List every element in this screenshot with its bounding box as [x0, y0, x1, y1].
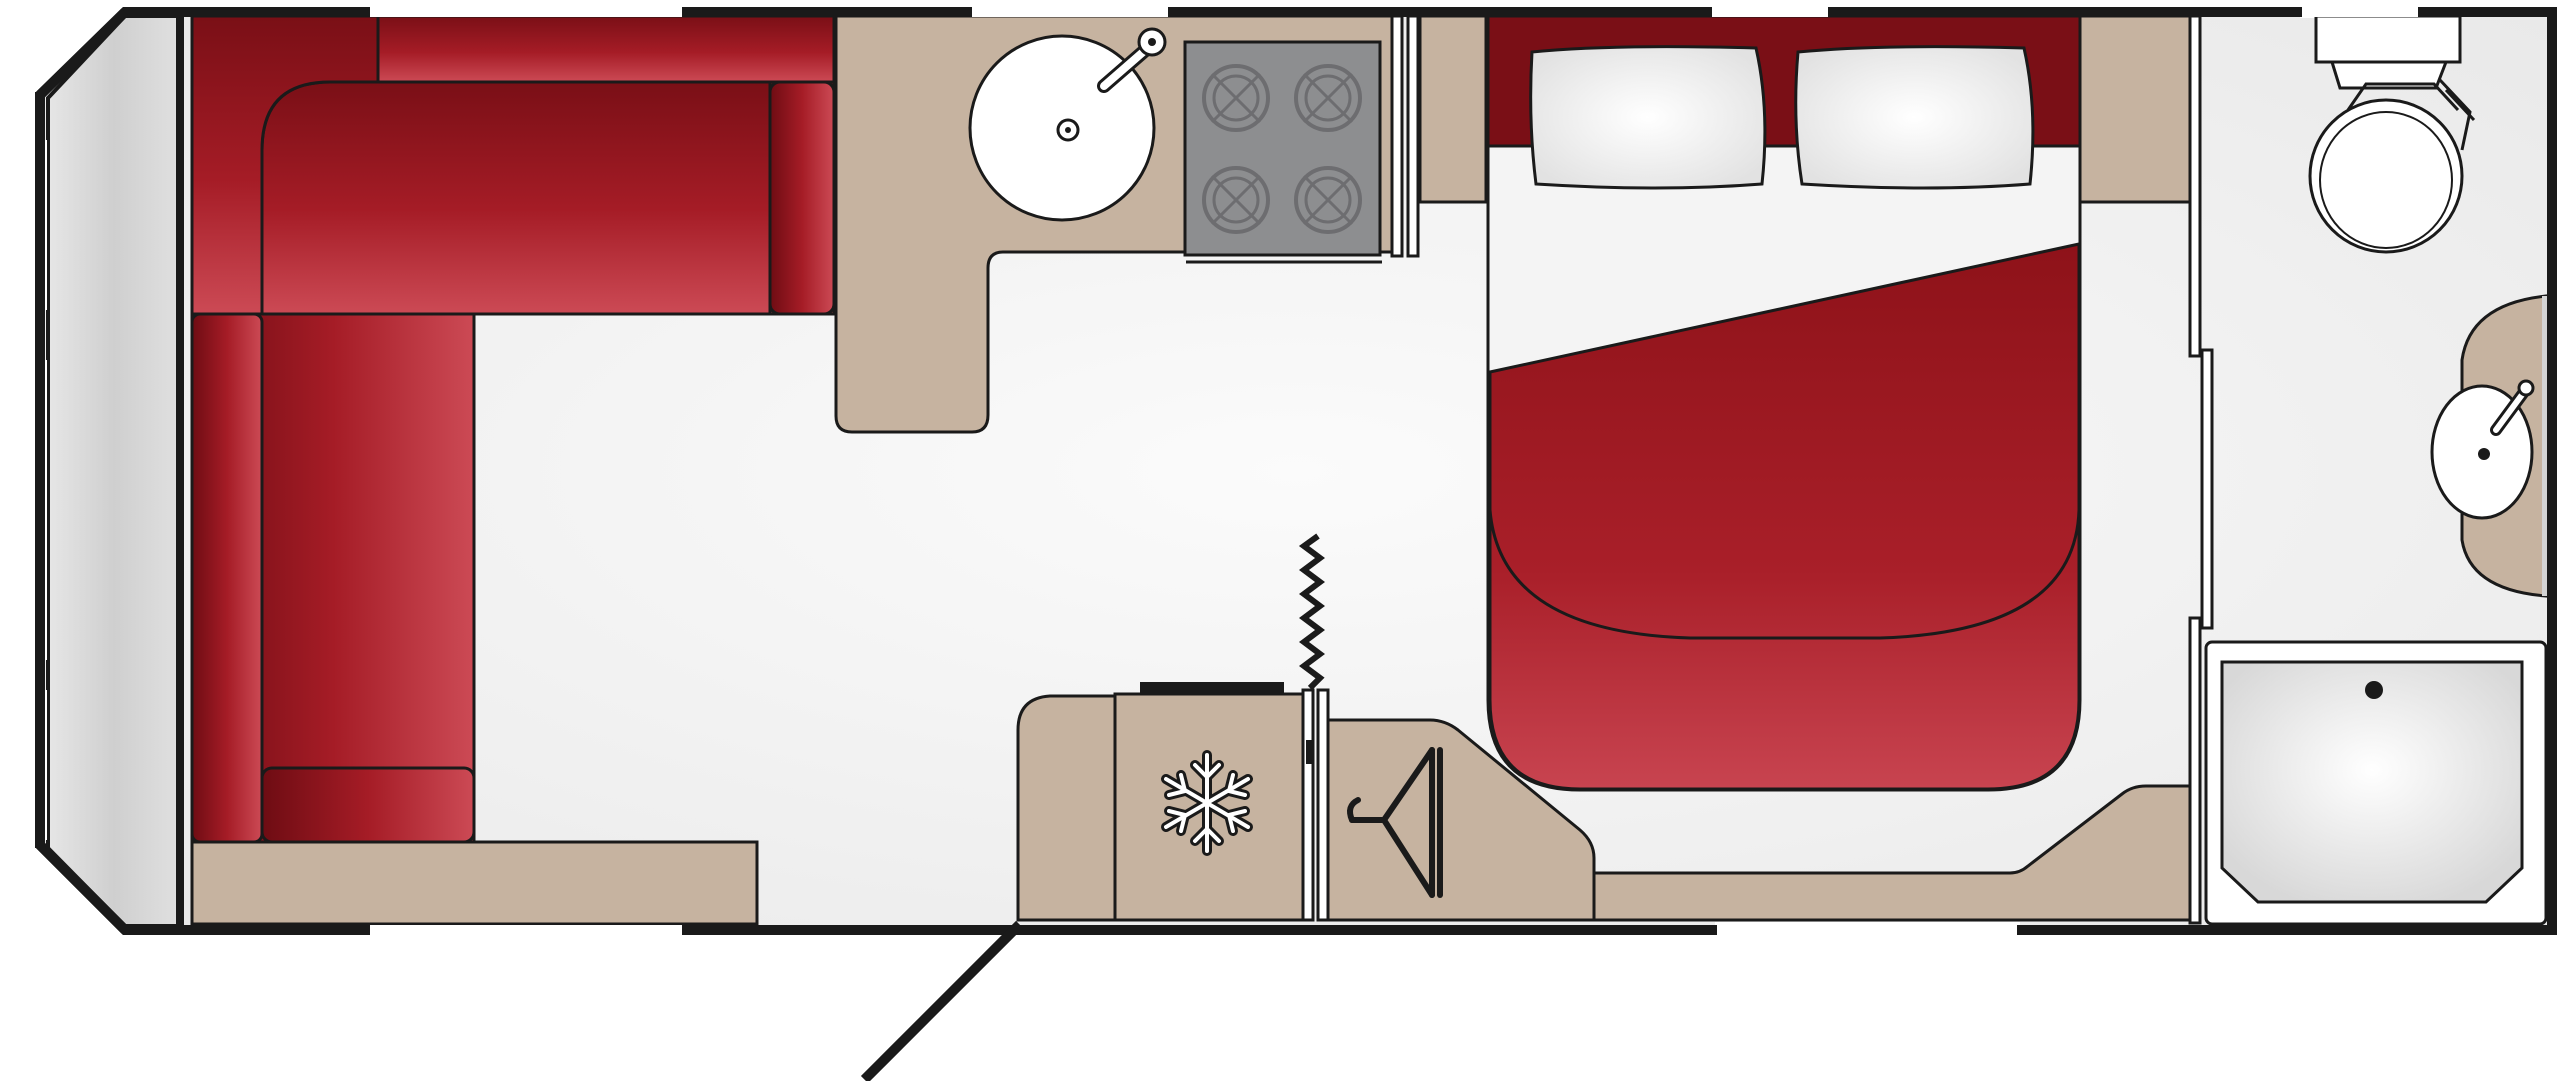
front-chest — [190, 840, 759, 926]
fridge-vent — [1140, 682, 1284, 694]
mid-storage — [1016, 533, 2192, 922]
burner-icon — [1294, 166, 1362, 234]
shower-tray — [2204, 640, 2548, 926]
window-openings — [370, 7, 2418, 935]
washroom — [2188, 14, 2552, 926]
drain-icon — [2365, 681, 2383, 699]
tap-icon — [1097, 27, 1167, 93]
snowflake-icon-highlight — [1164, 753, 1250, 853]
burner-icon — [1294, 64, 1362, 132]
kitchen — [834, 14, 1488, 434]
burner-icon — [1202, 166, 1270, 234]
wraparound-sofa — [190, 14, 836, 844]
bedroom — [1486, 14, 2192, 792]
heater-icon — [1298, 533, 1325, 691]
toilet — [2308, 14, 2476, 254]
round-sink — [968, 27, 1167, 222]
pillow — [1529, 45, 1767, 190]
four-burner-hob — [1183, 40, 1382, 264]
burner-icon — [1202, 64, 1270, 132]
entrance-door — [860, 920, 1024, 1081]
bed-base — [1592, 784, 2192, 922]
hanger-icon — [1347, 747, 1443, 898]
tap-icon — [2490, 379, 2535, 436]
pillow — [1794, 45, 2035, 190]
wardrobe — [1326, 718, 1596, 922]
duvet — [1488, 242, 2081, 791]
bedside-unit — [2078, 14, 2192, 204]
front-lounge — [190, 14, 836, 926]
